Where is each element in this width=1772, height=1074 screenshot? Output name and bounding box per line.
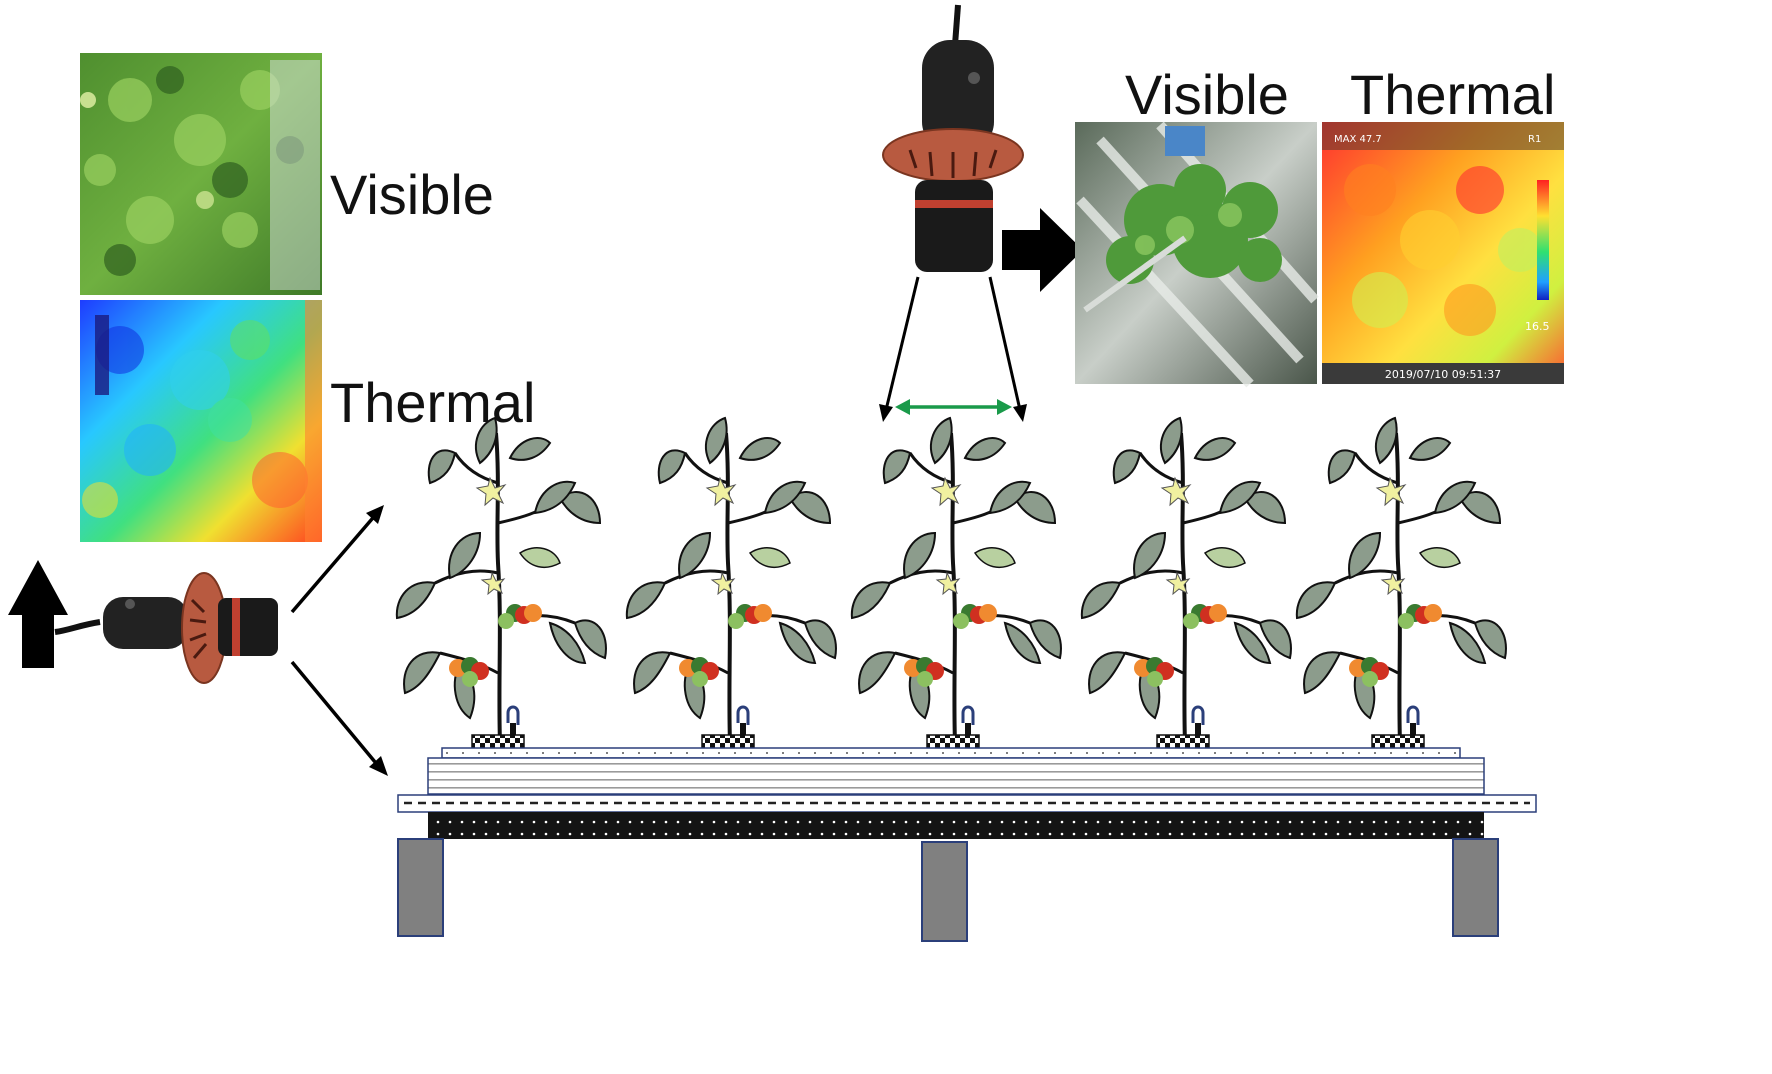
top-visible-photo — [1075, 121, 1319, 388]
left-visible-label: Visible — [330, 163, 494, 226]
growing-bench — [397, 747, 1537, 942]
tomato-plant-icon — [1079, 416, 1293, 755]
growing-slab — [441, 747, 1461, 759]
thermal-max-readout: MAX 47.7 — [1334, 134, 1382, 145]
left-thermal-label: Thermal — [330, 371, 536, 434]
thermal-color-scale — [1537, 180, 1549, 300]
tomato-plant-icon — [624, 416, 838, 755]
bench-leg — [921, 841, 968, 942]
tomato-plant-icon — [849, 416, 1063, 755]
field-of-view-arrows-left — [290, 505, 388, 776]
top-visible-label: Visible — [1125, 63, 1289, 126]
camera-icon — [54, 572, 278, 684]
left-visible-photo — [80, 53, 322, 295]
thermal-min-readout: 16.5 — [1525, 320, 1550, 333]
bench-leg — [397, 838, 444, 937]
thermal-r1-label: R1 — [1528, 134, 1541, 145]
left-thermal-photo — [80, 300, 322, 542]
bench-leg — [1452, 838, 1499, 937]
top-thermal-photo: MAX 47.7 R1 16.5 2019/07/10 09:51:37 — [1322, 122, 1564, 384]
tomato-plant-icon — [394, 416, 608, 755]
right-arrow-icon — [1002, 208, 1083, 292]
bench-frame — [428, 812, 1484, 839]
up-arrow-icon — [8, 560, 68, 668]
top-thermal-label: Thermal — [1350, 63, 1556, 126]
thermal-timestamp: 2019/07/10 09:51:37 — [1385, 368, 1501, 381]
field-of-view-arrows-top — [879, 276, 1027, 422]
spacing-dimension-arrow — [895, 399, 1012, 415]
gutter — [427, 757, 1485, 795]
tomato-plant-icon — [1294, 416, 1508, 755]
